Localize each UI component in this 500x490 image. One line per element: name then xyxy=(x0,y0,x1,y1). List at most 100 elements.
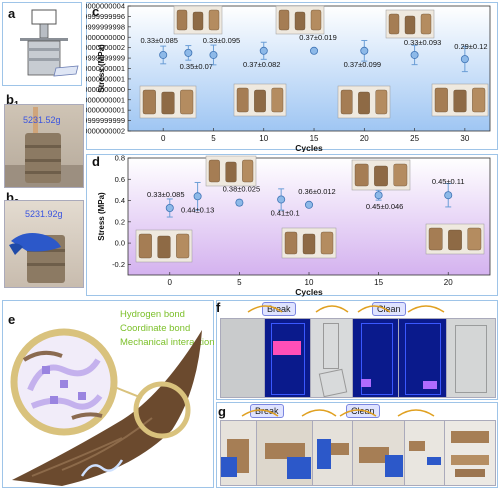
panel-e-label: e xyxy=(8,312,16,327)
data-point xyxy=(209,50,218,59)
chart-c: -0.40000000000000002-0.29999999999999999… xyxy=(86,2,491,152)
bond-mechanical: Mechanical interaction xyxy=(120,337,215,348)
panel-g-border xyxy=(216,402,498,488)
wood-sample-piece xyxy=(354,163,369,187)
photo-weight-hand: 5231.92g xyxy=(4,200,84,288)
y-axis-label: Stress (MPa) xyxy=(97,44,106,93)
photo-f-uv-intact xyxy=(264,318,312,398)
data-label: 0.37±0.082 xyxy=(243,60,280,69)
wood-sample-piece xyxy=(208,9,220,31)
sample-photo xyxy=(351,159,411,191)
x-axis-label: Cycles xyxy=(295,287,323,297)
panel-d-label: d xyxy=(92,154,100,169)
panel-c-label: c xyxy=(92,4,100,19)
wood-sample-piece xyxy=(294,11,306,31)
wood-sample-piece xyxy=(284,231,298,255)
data-label: 0.36±0.012 xyxy=(298,187,335,196)
wood-sample-piece xyxy=(138,233,152,259)
data-label: 0.33±0.095 xyxy=(203,36,240,45)
data-point xyxy=(310,46,319,55)
wood-sample-piece xyxy=(225,161,237,183)
y-tick-label: 0.4 xyxy=(115,196,125,205)
y-tick-label: 0.59999999999999998 xyxy=(86,22,125,31)
sample-photo xyxy=(205,155,257,187)
photo-g-clean-wood xyxy=(352,420,406,486)
wood-sample-piece xyxy=(176,9,188,31)
wood-sample-piece xyxy=(453,89,467,113)
photo-g-final-wood xyxy=(444,420,496,486)
wood-sample-piece xyxy=(278,9,290,31)
f-clean-label: Clean xyxy=(372,302,406,316)
panel-a-label: a xyxy=(8,6,16,21)
wood-sample-piece xyxy=(393,163,408,187)
photo-f-broken-slide xyxy=(310,318,354,398)
wood-sample-piece xyxy=(242,159,254,183)
data-point xyxy=(410,50,419,59)
weight-reading-b2: 5231.92g xyxy=(25,209,63,219)
panel-d-border xyxy=(86,154,498,296)
wood-sample-piece xyxy=(428,227,443,251)
data-point xyxy=(193,192,202,201)
y-tick-label: 0.0 xyxy=(115,239,125,248)
photo-g-separated-wood xyxy=(312,420,354,486)
wood-sample-piece xyxy=(142,89,156,115)
data-label: 0.33±0.085 xyxy=(140,36,177,45)
y-tick-label: 0.6 xyxy=(115,175,125,184)
bonding-mechanism-illustration xyxy=(10,328,202,486)
data-point xyxy=(277,195,286,204)
wood-sample-piece xyxy=(302,233,316,255)
wood-sample-piece xyxy=(404,15,416,35)
y-tick-label: 0.29999999999999999 xyxy=(86,54,125,63)
wood-sample-piece xyxy=(157,235,171,259)
sample-photo xyxy=(139,85,197,119)
sample-photo xyxy=(173,5,223,35)
y-axis-label: Stress (MPa) xyxy=(97,192,106,241)
wood-sample-piece xyxy=(310,9,322,31)
panel-c-border xyxy=(86,2,498,150)
weight-reading-b1: 5231.52g xyxy=(23,115,61,125)
photo-f-clean-slide xyxy=(446,318,496,398)
photo-g-break-wood xyxy=(256,420,314,486)
wood-sample-piece xyxy=(434,87,448,113)
press-apparatus-illustration xyxy=(20,9,79,77)
sample-photo xyxy=(135,229,193,263)
wood-sample-piece xyxy=(467,227,482,251)
data-label: 0.29±0.12 xyxy=(454,42,487,51)
sample-photo xyxy=(385,9,435,39)
panel-a-border xyxy=(2,2,82,86)
y-tick-label: 0.10000000000000001 xyxy=(86,74,125,83)
data-point xyxy=(444,191,453,200)
y-tick-label: 0.80000000000000004 xyxy=(86,2,125,11)
data-point xyxy=(235,198,244,207)
data-label: 0.44±0.13 xyxy=(181,205,214,214)
x-tick-label: 20 xyxy=(444,278,453,287)
wood-sample-piece xyxy=(388,13,400,35)
sample-photo xyxy=(337,85,391,119)
y-tick-label: 0.8 xyxy=(115,154,125,163)
photo-f-uv-clean-2 xyxy=(398,318,448,398)
panel-g-label: g xyxy=(218,404,226,419)
x-tick-label: 15 xyxy=(374,278,383,287)
y-tick-label: 0.50000000000000000 xyxy=(86,33,125,42)
x-tick-label: 0 xyxy=(168,278,173,287)
photo-f-uv-clean xyxy=(352,318,400,398)
wood-sample-piece xyxy=(448,229,462,251)
data-point xyxy=(374,191,383,200)
y-tick-label: -0.20000000000000001 xyxy=(86,106,125,115)
bond-coordinate: Coordinate bond xyxy=(120,323,191,334)
data-label: 0.45±0.11 xyxy=(432,177,465,186)
wood-sample-piece xyxy=(375,89,388,115)
wood-sample-piece xyxy=(161,91,175,115)
data-label: 0.41±0.1 xyxy=(271,208,300,217)
y-tick-label: 0.69999999999999996 xyxy=(86,12,125,21)
y-tick-label: -0.2 xyxy=(112,260,125,269)
f-process-arrows xyxy=(247,305,445,313)
data-point xyxy=(360,46,369,55)
wood-sample-piece xyxy=(176,233,190,259)
data-label: 0.33±0.093 xyxy=(404,38,441,47)
y-tick-label: 0.2 xyxy=(115,217,125,226)
panel-f-label: f xyxy=(216,300,221,315)
x-tick-label: 30 xyxy=(460,134,469,143)
